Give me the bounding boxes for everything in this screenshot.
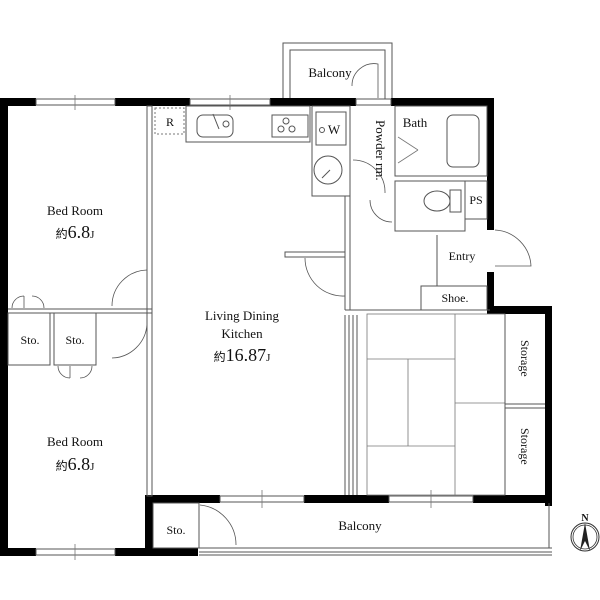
ldk-name-line2: Kitchen: [221, 326, 263, 341]
ldk-name-line1: Living Dining: [205, 308, 280, 323]
storage-1-label: Storage: [518, 340, 532, 377]
compass-icon: N: [570, 513, 600, 552]
washer-label: W: [328, 122, 341, 137]
room-labels: Bed Room 約6.8J Bed Room 約6.8J Living Din…: [20, 65, 532, 537]
ldk-area: 約16.87J: [214, 345, 272, 365]
powder-room-label: Powder rm.: [373, 120, 388, 181]
balcony-top-label: Balcony: [308, 65, 352, 80]
entry-label: Entry: [449, 249, 476, 263]
sto-left-1-label: Sto.: [20, 333, 39, 347]
doors: [11, 63, 532, 546]
outer-walls: [0, 98, 552, 556]
compass-north-label: N: [581, 513, 589, 524]
balcony-bottom-label: Balcony: [338, 518, 382, 533]
sto-left-2-label: Sto.: [65, 333, 84, 347]
bedroom-bottom-name: Bed Room: [47, 434, 103, 449]
shoe-label: Shoe.: [442, 291, 469, 305]
bedroom-top-area: 約6.8J: [56, 222, 96, 242]
bath-label: Bath: [403, 115, 428, 130]
windows: [35, 95, 474, 560]
bedroom-bottom-area: 約6.8J: [56, 454, 96, 474]
interior-walls: [7, 105, 552, 556]
ps-label: PS: [469, 193, 482, 207]
bedroom-top-name: Bed Room: [47, 203, 103, 218]
storage-2-label: Storage: [518, 428, 532, 465]
sto-bottom-label: Sto.: [166, 523, 185, 537]
refrigerator-label: R: [166, 115, 174, 129]
